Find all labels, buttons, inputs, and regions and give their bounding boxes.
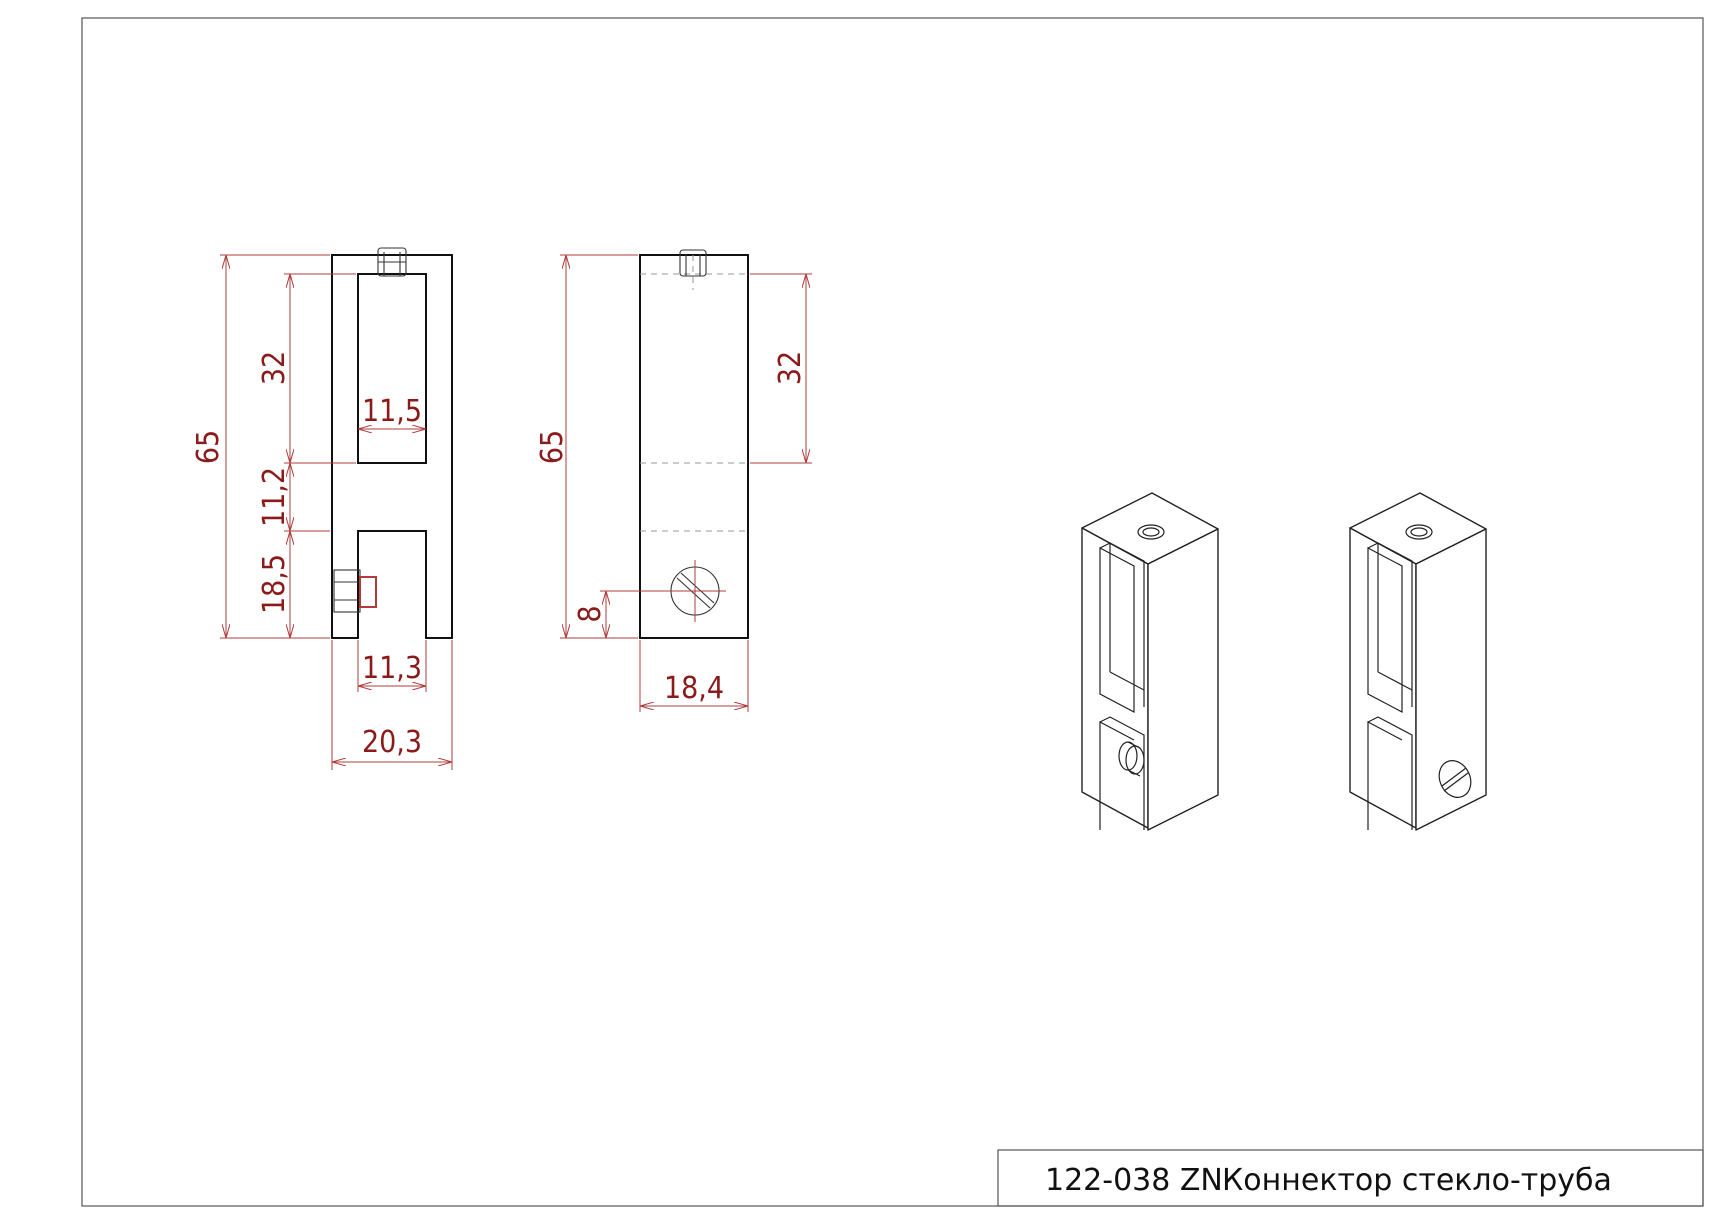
side-height-label: 65 — [535, 430, 570, 464]
front-lower-slot-height-label: 18,5 — [257, 554, 292, 614]
front-upper-slot-width-label: 11,5 — [362, 394, 422, 429]
side-view: 65 32 8 18,4 — [535, 249, 812, 712]
isometric-view-right — [1349, 492, 1487, 831]
front-view-outline — [331, 254, 453, 639]
side-upper-height-label: 32 — [773, 351, 808, 385]
top-set-screw-icon — [377, 247, 407, 277]
front-height-label: 65 — [191, 430, 226, 464]
front-gap-height-label: 11,2 — [257, 467, 292, 527]
side-screw-height-label: 8 — [573, 605, 608, 622]
front-overall-width-label: 20,3 — [362, 725, 422, 760]
drawing-frame — [81, 17, 1704, 1207]
iso-clamp-screw-icon — [1118, 741, 1145, 777]
side-width-label: 18,4 — [664, 671, 724, 706]
front-view: 65 32 11,2 18,5 11,5 11,3 20,3 — [191, 247, 453, 770]
side-top-screw-icon — [679, 249, 707, 290]
front-upper-slot-height-label: 32 — [257, 351, 292, 385]
clamp-screw-icon — [333, 569, 377, 613]
part-name: Коннектор стекло-труба — [1222, 1163, 1612, 1198]
isometric-view-left — [1081, 492, 1219, 831]
iso-screw-head-icon — [1438, 760, 1472, 798]
title-block: 122-038 ZN Коннектор стекло-труба — [997, 1149, 1704, 1207]
part-code: 122-038 ZN — [1045, 1163, 1223, 1198]
front-lower-slot-width-label: 11,3 — [362, 651, 422, 686]
front-upper-slot — [357, 273, 427, 464]
side-screw-head-icon — [664, 560, 726, 622]
side-view-outline — [639, 254, 749, 639]
